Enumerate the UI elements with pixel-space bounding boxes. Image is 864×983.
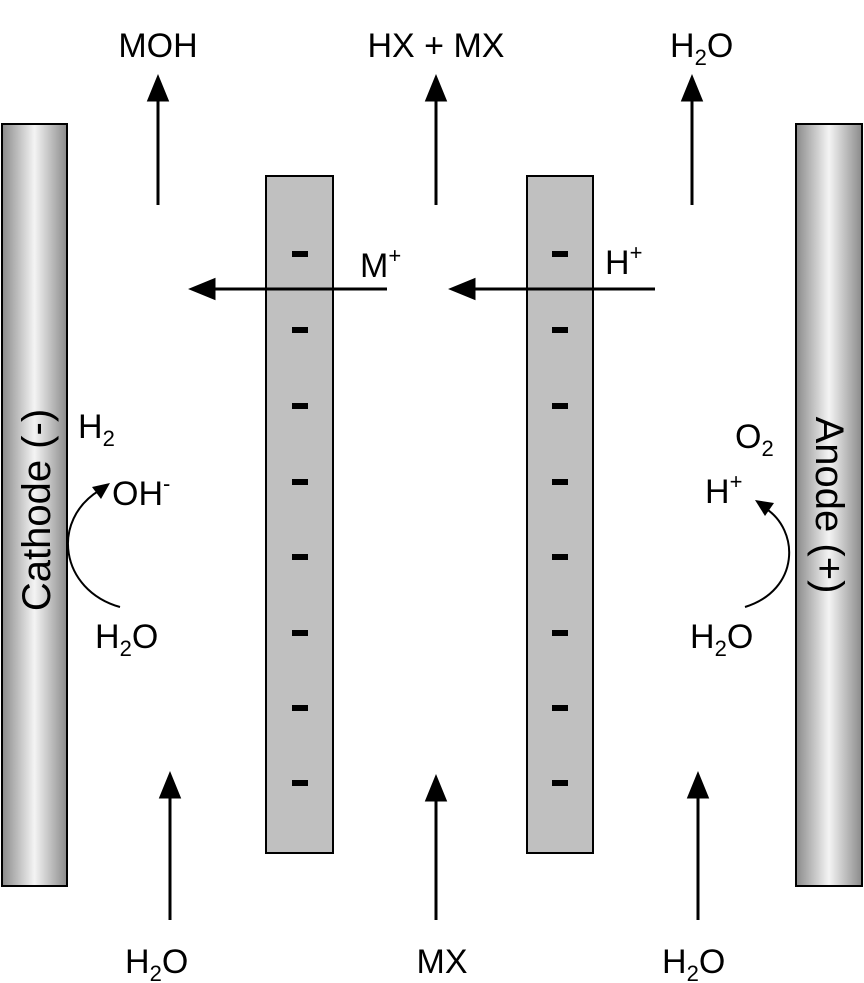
arrowhead — [92, 483, 110, 499]
arrowhead — [686, 771, 710, 799]
fixed-negative-charge — [292, 403, 308, 409]
fixed-negative-charge — [552, 630, 568, 636]
cathode-electrode — [1, 123, 68, 887]
cathode-label: Cathode (-) — [15, 409, 59, 611]
anode-electrode — [795, 123, 863, 887]
cathode-reaction-arrow — [66, 489, 121, 608]
ion-label-m-plus: M+ — [360, 243, 401, 285]
outlet-label-left: MOH — [118, 27, 197, 65]
anode-label: Anode (+) — [807, 417, 851, 594]
arrowhead — [158, 771, 182, 799]
arrowhead — [424, 774, 448, 802]
cathode-product-oh: OH- — [112, 471, 170, 513]
arrowhead — [755, 500, 774, 516]
fixed-negative-charge — [552, 780, 568, 786]
membrane-left — [265, 175, 334, 854]
arrowhead — [680, 74, 704, 102]
fixed-negative-charge — [292, 554, 308, 560]
anode-reaction-arrow — [744, 507, 791, 608]
outlet-label-right: H2O — [670, 27, 733, 70]
inlet-label-right: H2O — [662, 943, 725, 983]
fixed-negative-charge — [292, 251, 308, 257]
anode-gas-o2: O2 — [735, 418, 774, 461]
arrowhead — [146, 74, 170, 102]
fixed-negative-charge — [552, 327, 568, 333]
anode-product-h-plus: H+ — [705, 469, 742, 511]
anode-reactant-h2o: H2O — [690, 618, 753, 661]
outlet-label-center: HX + MX — [368, 27, 505, 65]
fixed-negative-charge — [552, 403, 568, 409]
inlet-label-center: MX — [417, 943, 468, 981]
fixed-negative-charge — [292, 705, 308, 711]
arrowhead — [188, 277, 216, 301]
inlet-label-left: H2O — [125, 943, 188, 983]
fixed-negative-charge — [552, 705, 568, 711]
fixed-negative-charge — [552, 251, 568, 257]
fixed-negative-charge — [552, 554, 568, 560]
arrowhead — [448, 277, 476, 301]
fixed-negative-charge — [292, 327, 308, 333]
fixed-negative-charge — [292, 630, 308, 636]
fixed-negative-charge — [552, 479, 568, 485]
cathode-reactant-h2o: H2O — [95, 618, 158, 661]
membrane-right — [526, 175, 594, 854]
fixed-negative-charge — [292, 780, 308, 786]
ion-label-h-plus: H+ — [605, 240, 642, 282]
arrowhead — [424, 74, 448, 102]
cathode-gas-h2: H2 — [78, 408, 115, 451]
fixed-negative-charge — [292, 479, 308, 485]
